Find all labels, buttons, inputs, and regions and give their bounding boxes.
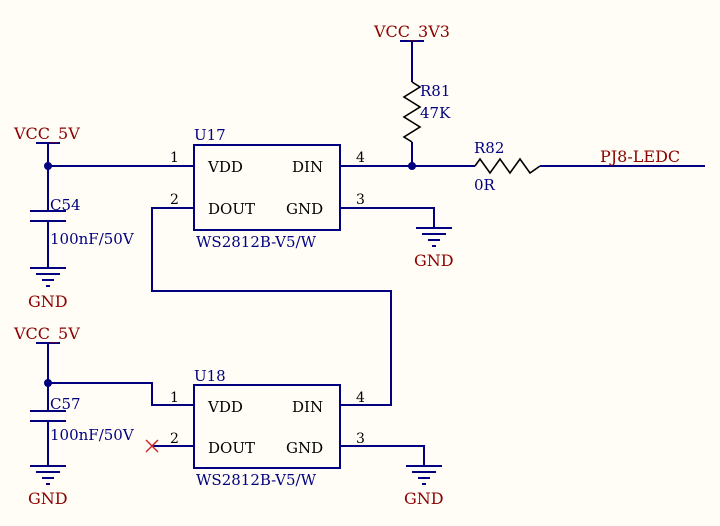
u17-pin3-num: 3 — [356, 192, 365, 208]
u17-pin-dout: DOUT — [208, 200, 255, 218]
gnd-c57-label: GND — [28, 489, 68, 508]
vcc-5v-bottom-label: VCC_5V — [13, 324, 80, 343]
ic-u17[interactable]: U17 WS2812B-V5/W VDD DOUT DIN GND 1 2 4 … — [170, 126, 365, 251]
c57-ref: C57 — [50, 395, 81, 413]
u18-part: WS2812B-V5/W — [196, 471, 317, 489]
capacitor-c54[interactable]: C54 100nF/50V — [30, 196, 135, 268]
c57-value: 100nF/50V — [50, 426, 135, 444]
u17-pin2-num: 2 — [170, 192, 179, 208]
u17-pin4-num: 4 — [356, 150, 365, 166]
r82-ref: R82 — [474, 139, 504, 157]
u17-ref: U17 — [194, 126, 226, 144]
r82-value: 0R — [474, 176, 496, 194]
gnd-u18-symbol: GND — [404, 465, 444, 508]
u17-pin-vdd: VDD — [207, 158, 243, 176]
u18-pin2-num: 2 — [170, 431, 179, 447]
r81-value: 47K — [420, 104, 451, 122]
capacitor-c57[interactable]: C57 100nF/50V — [30, 395, 135, 466]
no-connect-marker — [145, 439, 159, 453]
u18-pin-din: DIN — [292, 398, 323, 416]
c54-value: 100nF/50V — [50, 230, 135, 248]
c54-ref: C54 — [50, 196, 81, 214]
u17-pin1-num: 1 — [170, 150, 179, 166]
wire-gnd-u17 — [340, 207, 435, 228]
wire-dout-u17-to-din-u18 — [151, 207, 392, 406]
vcc-5v-top-symbol: VCC_5V — [13, 124, 80, 210]
wire-gnd-u18 — [340, 445, 425, 466]
r81-ref: R81 — [420, 82, 450, 100]
gnd-u18-label: GND — [404, 489, 444, 508]
u18-pin1-num: 1 — [170, 390, 179, 406]
gnd-c57-symbol: GND — [28, 465, 68, 508]
u18-pin4-num: 4 — [356, 390, 365, 406]
u17-pin-din: DIN — [292, 158, 323, 176]
resistor-r82[interactable]: R82 0R — [412, 139, 705, 194]
junction-dot — [44, 162, 52, 170]
vcc-3v3-label: VCC_3V3 — [373, 22, 450, 41]
u18-pin-gnd: GND — [286, 439, 323, 457]
u18-pin3-num: 3 — [356, 431, 365, 447]
u17-pin-gnd: GND — [286, 200, 323, 218]
junction-dot — [44, 379, 52, 387]
u18-pin-vdd: VDD — [207, 398, 243, 416]
u18-pin-dout: DOUT — [208, 439, 255, 457]
u18-ref: U18 — [194, 367, 226, 385]
resistor-r81[interactable]: R81 47K — [402, 81, 451, 166]
vcc-5v-top-label: VCC_5V — [13, 124, 80, 143]
gnd-u17-label: GND — [414, 251, 454, 270]
vcc-3v3-symbol: VCC_3V3 — [373, 22, 450, 82]
u17-part: WS2812B-V5/W — [196, 233, 317, 251]
junction-dot — [408, 162, 416, 170]
net-label-pj8-ledc: PJ8-LEDC — [600, 147, 680, 166]
wire-vdd-u18 — [48, 382, 194, 406]
gnd-u17-symbol: GND — [414, 227, 454, 270]
gnd-c54-symbol: GND — [28, 267, 68, 311]
ic-u18[interactable]: U18 WS2812B-V5/W VDD DOUT DIN GND 1 2 4 … — [170, 367, 365, 489]
vcc-5v-bottom-symbol: VCC_5V — [13, 324, 80, 410]
gnd-c54-label: GND — [28, 292, 68, 311]
